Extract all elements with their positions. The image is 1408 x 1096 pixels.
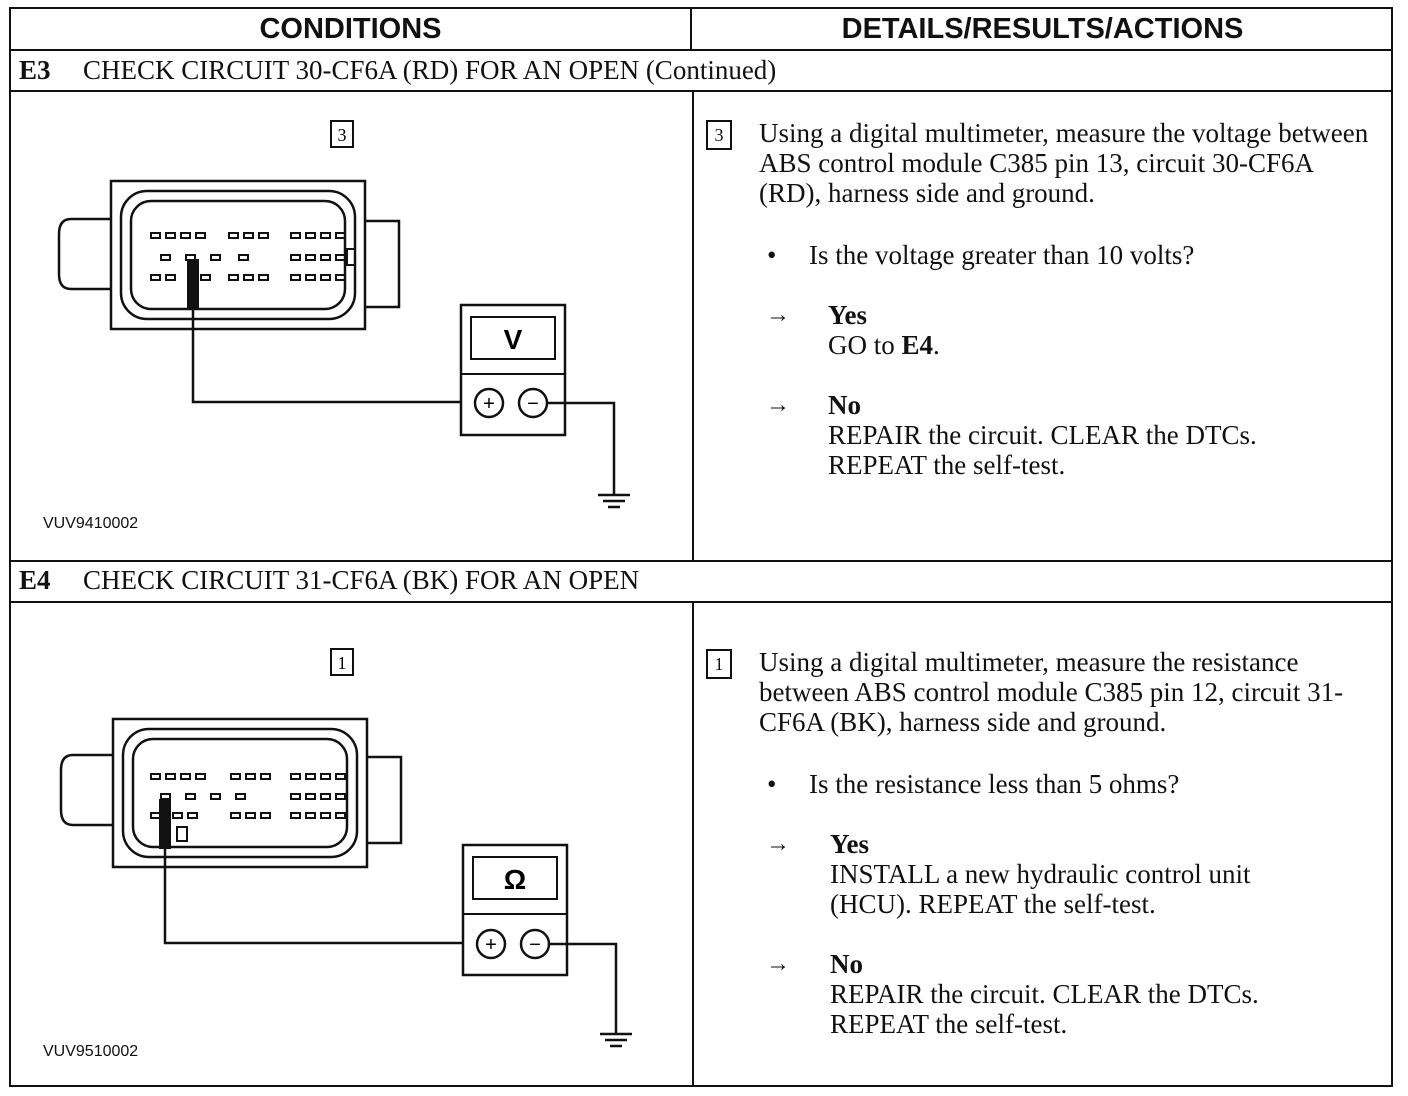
- no-action-line: REPAIR the circuit. CLEAR the DTCs.: [828, 420, 1257, 450]
- step-box: 1: [706, 649, 732, 679]
- multimeter-icon: Ω + −: [461, 843, 569, 977]
- yes-action-line: (HCU). REPEAT the self-test.: [830, 889, 1156, 919]
- yes-answer: Yes INSTALL a new hydraulic control unit…: [830, 829, 1250, 919]
- ground-lead: [549, 942, 618, 1034]
- bullet: •: [767, 240, 777, 270]
- multimeter-icon: V + −: [459, 303, 567, 437]
- question-text: Is the voltage greater than 10 volts?: [809, 240, 1195, 270]
- meter-minus-terminal: −: [527, 393, 539, 415]
- ground-icon: [598, 493, 630, 509]
- yes-action-suffix: .: [933, 330, 940, 360]
- section-title-text: CHECK CIRCUIT 30-CF6A (RD) FOR AN OPEN (…: [83, 55, 777, 85]
- arrow-icon: →: [766, 951, 790, 977]
- arrow-icon: →: [766, 392, 790, 418]
- column-divider: [692, 601, 694, 1087]
- no-action-line: REPAIR the circuit. CLEAR the DTCs.: [830, 979, 1259, 1009]
- figure-step-box: [330, 648, 354, 676]
- bullet: •: [767, 769, 777, 799]
- probe-icon: [187, 259, 199, 309]
- meter-minus-terminal: −: [529, 934, 541, 956]
- section-title-e3: E3 CHECK CIRCUIT 30-CF6A (RD) FOR AN OPEN…: [19, 55, 776, 86]
- meter-mode: V: [504, 324, 523, 355]
- figure-step-number: 3: [338, 125, 347, 145]
- probe-lead: [163, 849, 473, 945]
- details-header: DETAILS/RESULTS/ACTIONS: [841, 12, 1244, 45]
- ground-lead: [547, 401, 616, 495]
- divider: [11, 90, 1391, 92]
- section-code: E3: [19, 55, 51, 85]
- no-answer: No REPAIR the circuit. CLEAR the DTCs. R…: [830, 949, 1259, 1039]
- e3-details: 3 Using a digital multimeter, measure th…: [692, 90, 1393, 560]
- step-box: 3: [706, 120, 732, 150]
- figure-label: VUV9510002: [43, 1043, 139, 1060]
- yes-label: Yes: [828, 300, 867, 330]
- ground-icon: [600, 1032, 632, 1048]
- e4-connector-diagram: 1 Ω + −: [59, 648, 632, 1048]
- probe-lead: [191, 309, 471, 404]
- figure-step-box: [330, 120, 354, 148]
- probe-icon: [159, 799, 171, 849]
- conditions-header: CONDITIONS: [259, 12, 442, 45]
- no-label: No: [828, 390, 861, 420]
- no-label: No: [830, 949, 863, 979]
- section-title-text: CHECK CIRCUIT 31-CF6A (BK) FOR AN OPEN: [83, 565, 640, 595]
- meter-plus-terminal: +: [483, 393, 495, 415]
- divider: [11, 560, 1391, 562]
- yes-action-prefix: GO to: [828, 330, 902, 360]
- e3-connector-diagram: 3 V + −: [57, 120, 630, 509]
- column-divider: [692, 90, 694, 560]
- meter-plus-terminal: +: [485, 934, 497, 956]
- no-answer: No REPAIR the circuit. CLEAR the DTCs. R…: [828, 390, 1257, 480]
- instruction-text: Using a digital multimeter, measure the …: [759, 118, 1369, 208]
- question-text: Is the resistance less than 5 ohms?: [809, 769, 1180, 799]
- section-code: E4: [19, 565, 51, 595]
- figure-label: VUV9410002: [43, 515, 139, 532]
- yes-answer: Yes GO to E4.: [828, 300, 940, 360]
- arrow-icon: →: [766, 302, 790, 328]
- connector-pins: [150, 773, 346, 842]
- yes-action-line: INSTALL a new hydraulic control unit: [830, 859, 1251, 889]
- instruction-text: Using a digital multimeter, measure the …: [759, 647, 1344, 737]
- header-divider: [690, 9, 692, 49]
- meter-mode: Ω: [504, 864, 526, 895]
- divider: [11, 601, 1391, 603]
- no-action-line: REPEAT the self-test.: [830, 1009, 1068, 1039]
- e4-details: 1 Using a digital multimeter, measure th…: [692, 601, 1393, 1087]
- arrow-icon: →: [766, 831, 790, 857]
- connector-pins: [150, 232, 356, 281]
- no-action-line: REPEAT the self-test.: [828, 450, 1066, 480]
- yes-action-ref: E4: [901, 330, 934, 360]
- figure-step-number: 1: [338, 653, 347, 673]
- divider: [11, 49, 1391, 51]
- yes-label: Yes: [830, 829, 869, 859]
- section-title-e4: E4 CHECK CIRCUIT 31-CF6A (BK) FOR AN OPEN: [19, 565, 639, 596]
- connector-icon: [59, 717, 403, 869]
